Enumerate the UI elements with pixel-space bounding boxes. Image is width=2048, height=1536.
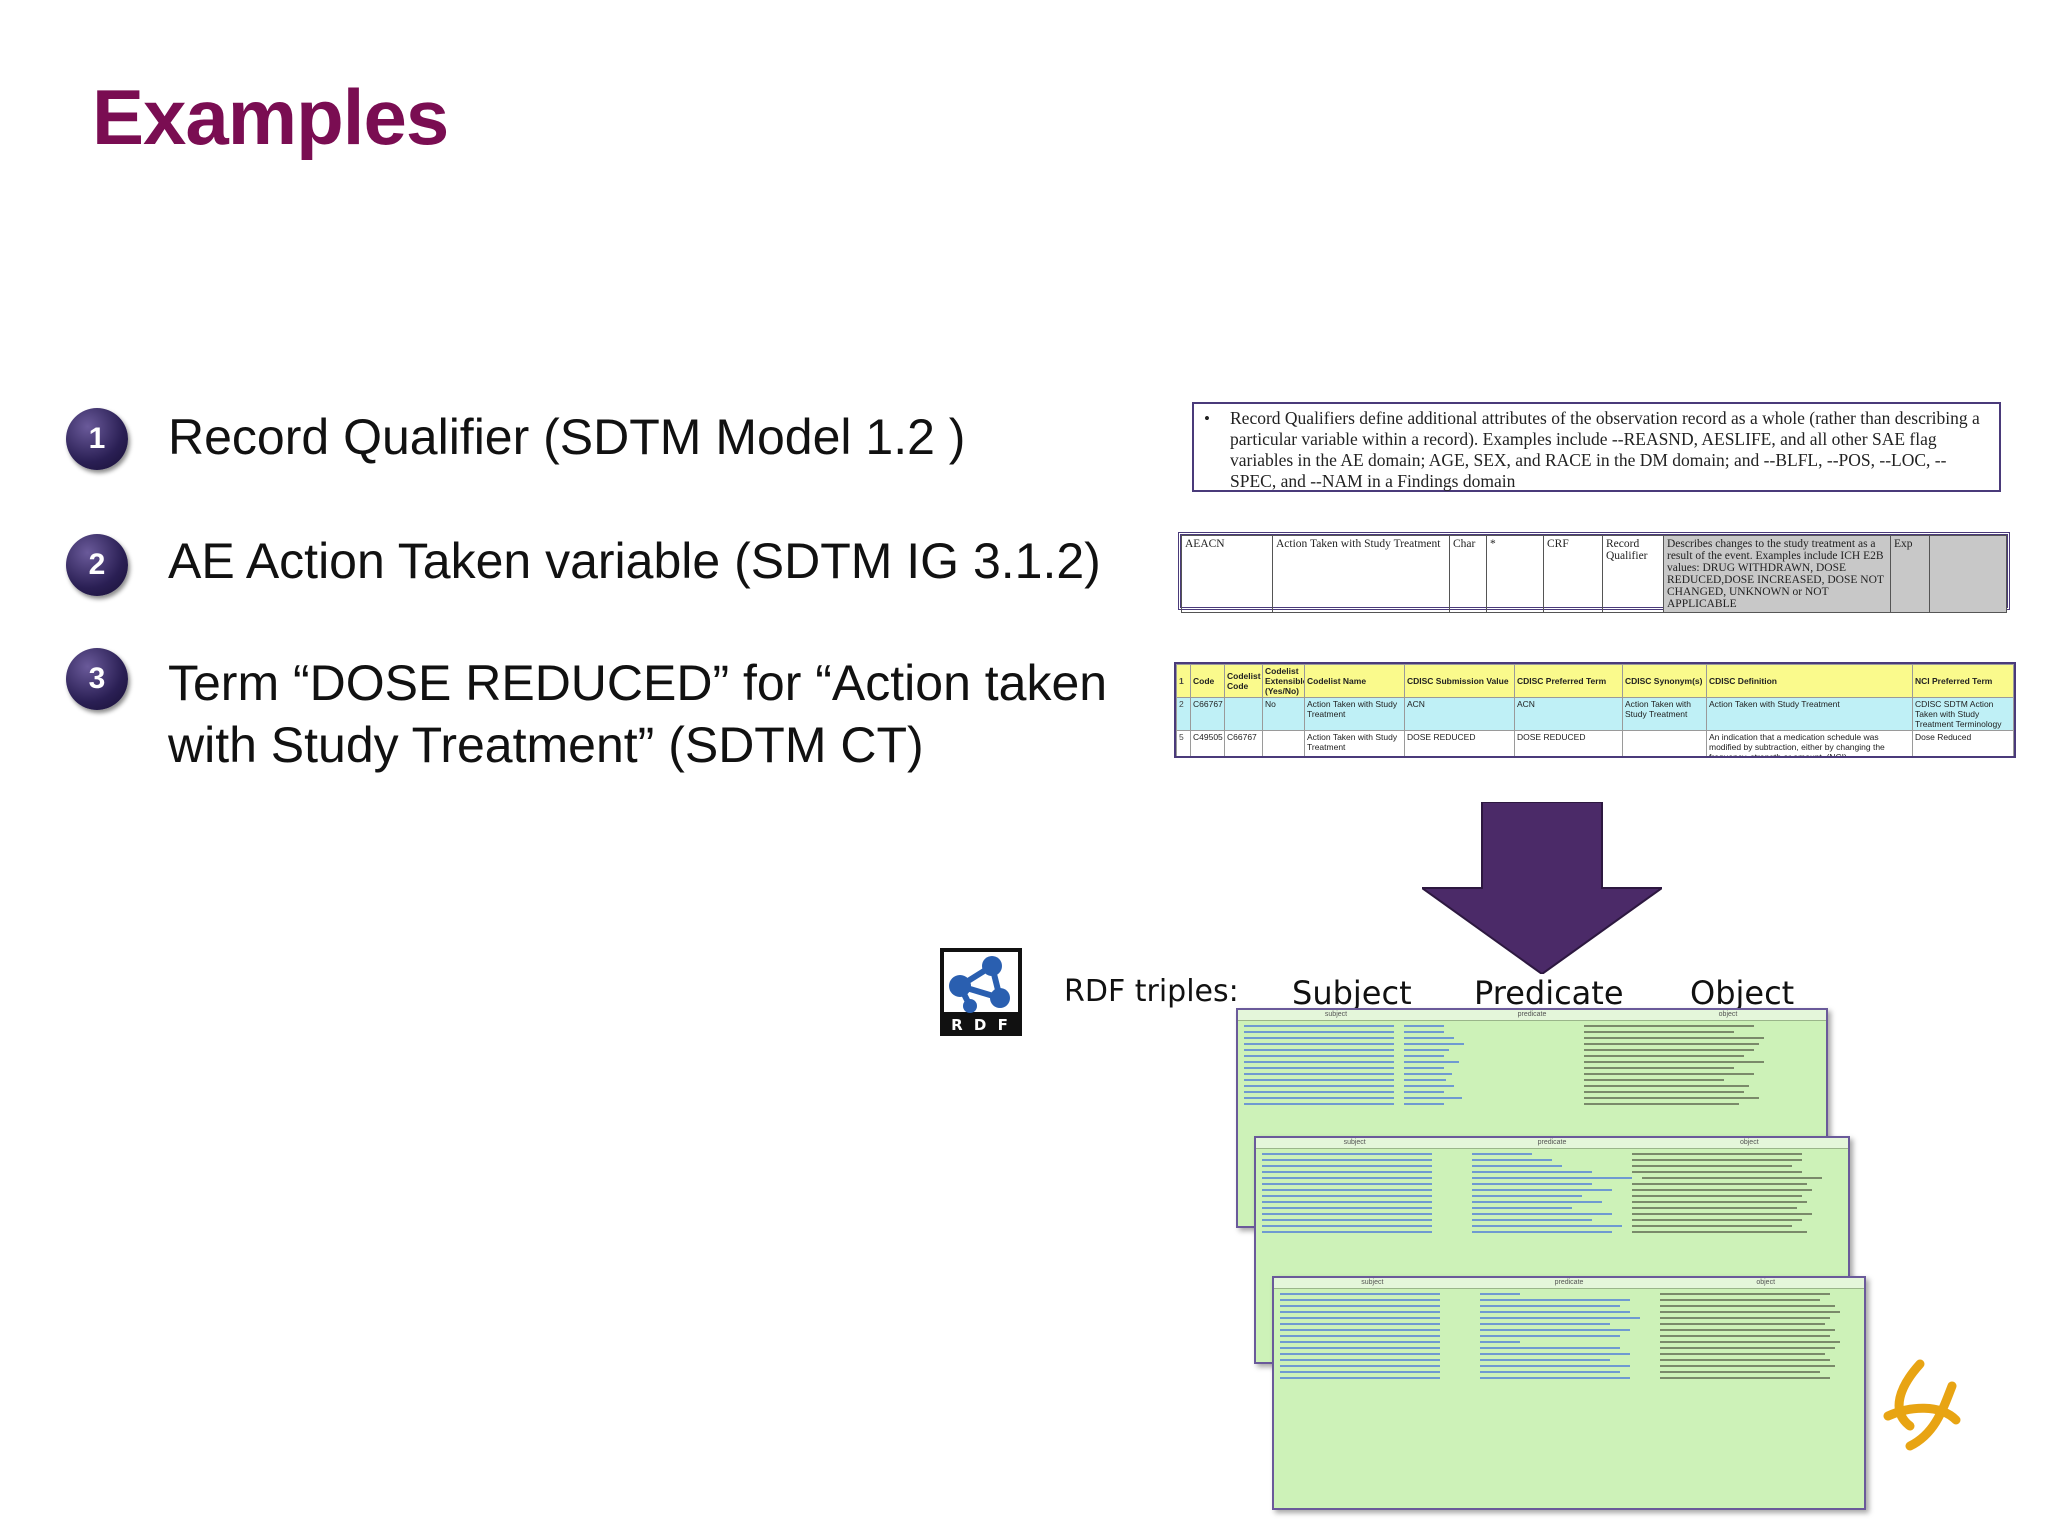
bullet-number-1: 1 <box>66 408 128 470</box>
sheet-header-predicate: predicate <box>1537 1139 1567 1146</box>
ig-cell: AEACN <box>1181 535 1273 613</box>
ig-cell: Record Qualifier <box>1602 535 1664 613</box>
row-number: 5 <box>1176 730 1191 756</box>
record-qualifier-excerpt: • Record Qualifiers define additional at… <box>1192 402 2001 492</box>
sheet-header-predicate: predicate <box>1554 1279 1584 1286</box>
ct-header: CDISC Synonym(s) <box>1622 664 1707 698</box>
excerpt-text: Record Qualifiers define additional attr… <box>1230 408 1980 491</box>
ig-cell: Describes changes to the study treatment… <box>1663 535 1891 613</box>
bullet-number-3: 3 <box>66 648 128 710</box>
ct-spreadsheet: 1 Code Codelist Code Codelist Extensible… <box>1174 662 2016 758</box>
ct-cell: An indication that a medication schedule… <box>1706 730 1913 756</box>
ct-cell: Action Taken with Study Treatment <box>1622 697 1707 731</box>
ct-cell: C66767 <box>1224 730 1263 756</box>
rdf-triples-label: RDF triples: <box>1064 974 1239 1009</box>
ig-cell: Action Taken with Study Treatment <box>1272 535 1450 613</box>
subject-column-label: Subject <box>1292 974 1412 1012</box>
sheet-header-object: object <box>1718 1011 1738 1018</box>
object-column-label: Object <box>1690 974 1795 1012</box>
ct-header: CDISC Definition <box>1706 664 1913 698</box>
ig-cell <box>1929 535 2007 613</box>
ct-cell: Action Taken with Study Treatment <box>1706 697 1913 731</box>
ct-cell <box>1622 730 1707 756</box>
item-3-text: Term “DOSE REDUCED” for “Action taken wi… <box>168 655 1108 773</box>
ig-cell: CRF <box>1543 535 1603 613</box>
ct-header: Codelist Code <box>1224 664 1263 698</box>
ct-cell: No <box>1262 697 1305 731</box>
ct-cell: ACN <box>1514 697 1623 731</box>
ct-cell <box>1224 697 1263 731</box>
bullet-number-2: 2 <box>66 534 128 596</box>
ig-variable-row: AEACN Action Taken with Study Treatment … <box>1178 532 2010 613</box>
ct-header: Codelist Name <box>1304 664 1405 698</box>
sheet-header-object: object <box>1756 1279 1776 1286</box>
rdf-triples-sheet-3: subject predicate object <box>1272 1276 1866 1510</box>
rdf-logo-icon: R D F <box>940 948 1022 1036</box>
astrazeneca-logo-icon <box>1883 1359 1961 1451</box>
ct-cell: Action Taken with Study Treatment <box>1304 730 1405 756</box>
excerpt-bullet: • <box>1204 409 1210 428</box>
ct-cell: DOSE REDUCED <box>1514 730 1623 756</box>
ig-cell: * <box>1486 535 1544 613</box>
ct-header: Codelist Extensible (Yes/No) <box>1262 664 1305 698</box>
ig-cell: Char <box>1449 535 1487 613</box>
ct-cell: ACN <box>1404 697 1515 731</box>
ct-cell: C66767 <box>1190 697 1225 731</box>
ct-cell: Dose Reduced <box>1912 730 2014 756</box>
ct-cell: CDISC SDTM Action Taken with Study Treat… <box>1912 697 2014 731</box>
row-number: 1 <box>1176 664 1191 698</box>
sheet-header-subject: subject <box>1361 1279 1384 1286</box>
ct-header: Code <box>1190 664 1225 698</box>
ct-cell: DOSE REDUCED <box>1404 730 1515 756</box>
down-arrow-icon <box>1422 802 1662 974</box>
item-2-text: AE Action Taken variable (SDTM IG 3.1.2) <box>168 533 1101 589</box>
ct-cell: Action Taken with Study Treatment <box>1304 697 1405 731</box>
item-1-text: Record Qualifier (SDTM Model 1.2 ) <box>168 409 966 465</box>
ct-header: CDISC Submission Value <box>1404 664 1515 698</box>
slide-title: Examples <box>92 73 449 161</box>
ct-cell: C49505 <box>1190 730 1225 756</box>
ig-cell: Exp <box>1890 535 1930 613</box>
predicate-column-label: Predicate <box>1474 974 1624 1012</box>
sheet-header-object: object <box>1739 1139 1759 1146</box>
rdf-logo-text: R D F <box>951 1016 1011 1034</box>
ct-cell <box>1262 730 1305 756</box>
ct-header: CDISC Preferred Term <box>1514 664 1623 698</box>
row-number: 2 <box>1176 697 1191 731</box>
sheet-header-subject: subject <box>1324 1011 1348 1018</box>
ct-header: NCI Preferred Term <box>1912 664 2014 698</box>
sheet-header-predicate: predicate <box>1517 1011 1547 1018</box>
sheet-header-subject: subject <box>1343 1139 1366 1146</box>
